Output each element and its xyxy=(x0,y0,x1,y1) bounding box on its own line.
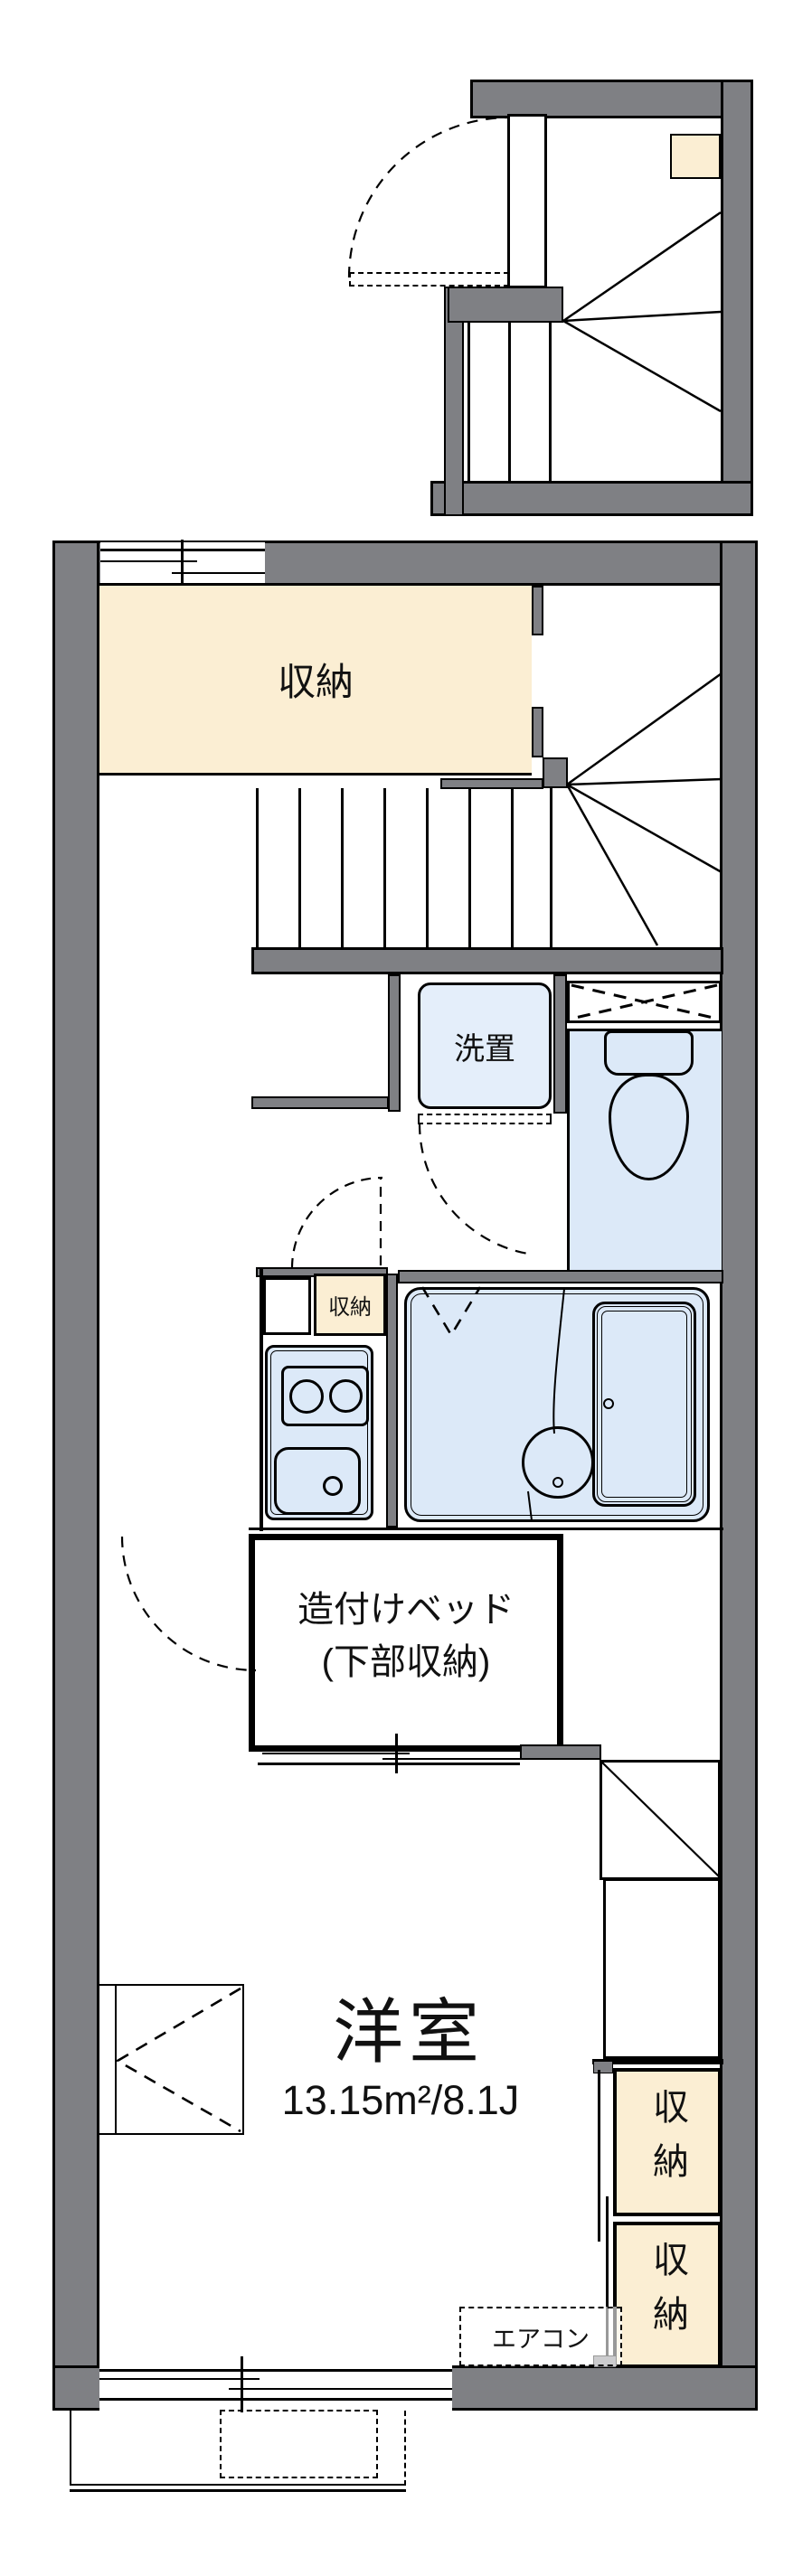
stair-tread xyxy=(549,323,552,481)
washroom-stub-wall xyxy=(251,1096,389,1109)
balcony-inner-dashed xyxy=(220,2410,378,2478)
balcony-outer-line xyxy=(70,2489,406,2492)
door-arc-entrance xyxy=(347,116,510,278)
stair-tread xyxy=(511,788,514,947)
window-bottom-rail xyxy=(99,2398,452,2401)
stair-tread xyxy=(508,323,511,481)
stair-tread xyxy=(426,788,429,947)
built-in-bed xyxy=(249,1534,563,1752)
kitchen-left-wall-line xyxy=(260,1267,263,1531)
closet-wall-upper xyxy=(532,586,543,635)
stair-tread xyxy=(467,323,470,481)
stair-newel-post xyxy=(543,757,568,788)
bedroom-right-wall-seg xyxy=(520,1744,601,1760)
slide-door-pocket-top xyxy=(593,2061,613,2073)
bed-window-rail xyxy=(258,1763,520,1765)
closet-right-2: 収納 xyxy=(613,2222,722,2368)
stove-burner xyxy=(329,1379,363,1413)
laundry-pan: 洗置 xyxy=(418,982,552,1109)
window-top-rail xyxy=(172,572,265,574)
bed-window-rail xyxy=(258,1745,520,1748)
balcony xyxy=(70,2411,406,2486)
window-bottom-rail xyxy=(99,2369,452,2372)
washroom-left-wall xyxy=(388,974,401,1112)
sink-drain xyxy=(323,1476,343,1496)
window-top-rail xyxy=(100,560,197,562)
main-left-wall xyxy=(52,541,99,2411)
closet-right-1-label: 収納 xyxy=(647,2088,687,2196)
storage-top-line xyxy=(592,2059,723,2064)
closet-upper-label: 収納 xyxy=(277,661,354,703)
stair-tread xyxy=(341,788,344,947)
washroom-right-wall xyxy=(553,974,567,1114)
bed-label-line2: (下部収納) xyxy=(321,1642,491,1682)
bathtub-drain xyxy=(603,1398,614,1409)
corner-diagonal-box xyxy=(600,1760,721,1880)
stove-burner xyxy=(289,1379,324,1414)
basin-drain xyxy=(552,1477,563,1488)
room-name: 洋室 xyxy=(228,1985,590,2072)
door-arc-washroom xyxy=(418,1123,534,1256)
right-tall-box xyxy=(603,1878,721,2059)
sliding-door-line xyxy=(598,2070,600,2242)
bath-bottom-line xyxy=(249,1528,723,1530)
entrance-right-wall xyxy=(721,80,753,516)
sliding-door-line xyxy=(606,2196,609,2368)
window-bottom-rail xyxy=(99,2378,260,2380)
bed-label-line1: 造付けベッド xyxy=(297,1590,515,1630)
toilet-window-box xyxy=(567,981,722,1023)
bath-top-wall xyxy=(398,1270,723,1283)
bathtub-mid xyxy=(597,1306,692,1502)
entrance-threshold xyxy=(349,272,509,287)
entrance-bottom-wall xyxy=(430,481,753,516)
toilet-tank xyxy=(604,1030,694,1076)
shoe-cabinet xyxy=(670,134,721,179)
room-name-text: 洋室 xyxy=(332,1992,485,2072)
stair-wall-stub xyxy=(440,778,543,789)
bath-basin xyxy=(522,1426,594,1499)
kitchen-sink xyxy=(274,1447,361,1515)
window-bottom-rail xyxy=(229,2388,452,2390)
stair-tread xyxy=(468,788,471,947)
winder-treads-upper xyxy=(562,211,722,413)
aircon-box: エアコン xyxy=(459,2307,622,2366)
bed-label: 造付けベッド (下部収納) xyxy=(225,1582,587,1690)
entrance-top-wall xyxy=(470,80,753,118)
entrance-door-leaf xyxy=(507,114,547,288)
closet-wall-lower xyxy=(532,707,543,757)
stair-tread xyxy=(256,788,259,947)
closet-upper: 収納 xyxy=(99,586,532,776)
bed-window-rail xyxy=(382,1758,520,1760)
room-area: 13.15m²/8.1J xyxy=(215,2073,586,2128)
stair-tread xyxy=(383,788,386,947)
bed-window-tick xyxy=(395,1734,398,1773)
washroom-folding-door xyxy=(418,1114,552,1124)
bathtub xyxy=(592,1302,696,1507)
bathtub-inner xyxy=(601,1311,687,1498)
stove xyxy=(281,1366,369,1426)
main-right-wall xyxy=(720,541,758,2411)
closet-right-1: 収納 xyxy=(613,2068,722,2216)
door-arc-kitchen xyxy=(290,1176,383,1269)
kitchen-bath-divider-wall xyxy=(386,1274,398,1528)
entrance-landing-wall xyxy=(448,287,563,323)
winder-treads-main xyxy=(565,672,722,946)
laundry-label: 洗置 xyxy=(454,1031,515,1067)
window-top-tick xyxy=(181,540,184,590)
casement-window xyxy=(98,1984,244,2135)
casement-window-frame-line xyxy=(115,1986,117,2133)
room-area-text: 13.15m²/8.1J xyxy=(281,2077,520,2123)
closet-right-2-label: 収納 xyxy=(647,2241,687,2349)
bed-window-rail xyxy=(262,1753,410,1754)
wall-below-stairs xyxy=(251,947,723,974)
aircon-label: エアコン xyxy=(492,2325,590,2353)
window-bottom-tick xyxy=(241,2356,243,2412)
stair-tread xyxy=(550,788,552,947)
closet-small-label: 収納 xyxy=(328,1295,372,1320)
stair-tread xyxy=(298,788,301,947)
kitchen-open-box xyxy=(263,1277,311,1335)
closet-small: 収納 xyxy=(314,1274,386,1336)
toilet-bowl xyxy=(609,1074,689,1180)
